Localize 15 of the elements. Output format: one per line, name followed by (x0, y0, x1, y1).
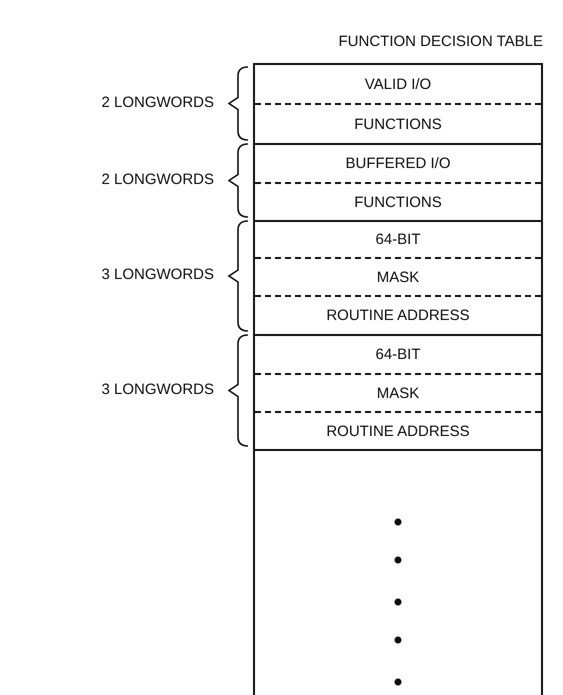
size-label: 2 LONGWORDS (101, 94, 214, 110)
table-row: FUNCTIONS (255, 182, 541, 220)
size-label: 3 LONGWORDS (101, 266, 214, 283)
table-row: BUFFERED I/O (255, 143, 541, 182)
table-row: MASK (255, 373, 541, 411)
size-label: 3 LONGWORDS (101, 380, 214, 398)
table-row: ROUTINE ADDRESS (255, 295, 541, 334)
size-label: 2 LONGWORDS (101, 170, 214, 188)
table-row: ROUTINE ADDRESS (255, 411, 541, 449)
table-row: 64-BIT (255, 334, 541, 373)
table-row: MASK (255, 257, 541, 295)
table-row: FUNCTIONS (255, 103, 541, 143)
table-row: VALID I/O (255, 65, 541, 103)
table-row: 64-BIT (255, 220, 541, 257)
table-title: FUNCTION DECISION TABLE (338, 33, 543, 50)
